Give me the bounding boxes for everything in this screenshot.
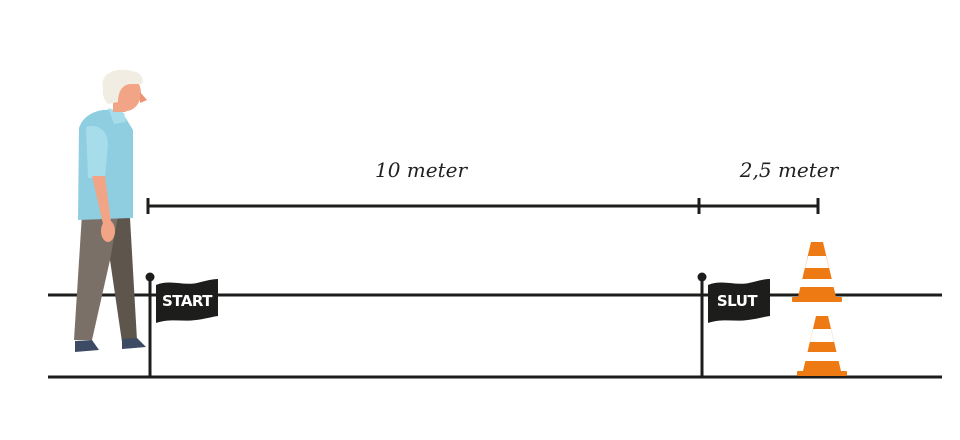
buffer-distance-label: 2,5 meter bbox=[739, 158, 840, 182]
flag-icon bbox=[708, 279, 770, 323]
traffic-cone-icon bbox=[792, 242, 842, 302]
elderly-walker-icon bbox=[74, 69, 147, 352]
dimension-buffer: 2,5 meter bbox=[699, 158, 840, 214]
start-flag: START bbox=[145, 272, 218, 377]
flag-icon bbox=[156, 279, 218, 323]
dimension-walk: 10 meter bbox=[146, 158, 701, 214]
end-flag-label: SLUT bbox=[717, 292, 759, 310]
walk-distance-label: 10 meter bbox=[375, 158, 468, 182]
start-flag-knob bbox=[145, 272, 155, 282]
start-flag-label: START bbox=[162, 292, 213, 310]
end-flag-knob bbox=[697, 272, 707, 282]
end-flag: SLUT bbox=[697, 272, 770, 377]
traffic-cone-icon bbox=[797, 316, 847, 376]
